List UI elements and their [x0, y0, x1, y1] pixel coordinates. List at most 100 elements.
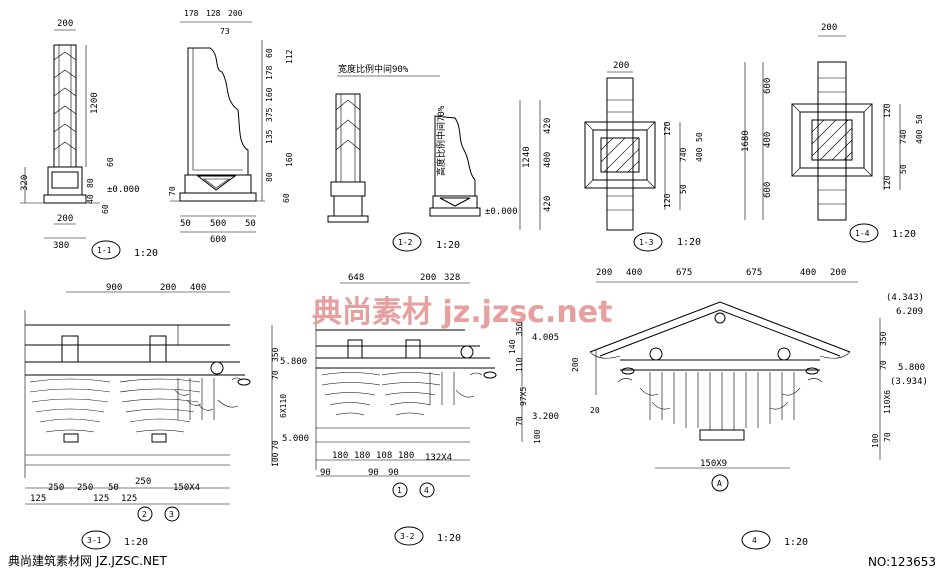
dim-label: 120 — [663, 193, 672, 208]
dim-label: 250 — [135, 477, 151, 487]
dim-label: 180 — [354, 451, 370, 461]
dim-label: 125 — [121, 494, 137, 504]
dim-label: 100 — [871, 433, 880, 448]
dim-label: 400 — [915, 129, 924, 144]
dim-label: 125 — [93, 494, 109, 504]
dim-label: 200 — [821, 23, 837, 33]
elevation-label: ±0.000 — [485, 207, 518, 217]
dim-label: 70 — [883, 432, 892, 442]
dim-label: 50 — [108, 483, 119, 493]
elevation-label: 6.209 — [896, 307, 923, 317]
dim-label: 80 — [265, 172, 274, 182]
view-id: 1-2 — [398, 238, 413, 247]
footer-site: 典尚建筑素材网 JZ.JZSC.NET — [8, 554, 167, 568]
elevation-label: (4.343) — [886, 293, 924, 303]
view-id: 1-1 — [97, 246, 112, 255]
note: 宽度比例中间90% — [338, 63, 409, 75]
dim-label: 120 — [663, 121, 672, 136]
dim-label: 90 — [368, 468, 379, 478]
dim-label: 648 — [348, 273, 364, 283]
elevation-label: 4.005 — [532, 333, 559, 343]
dim-label: 60 — [106, 157, 115, 167]
view-scale: 1:20 — [436, 240, 460, 251]
dim-label: 6X110 — [279, 394, 288, 418]
dim-label: 73 — [220, 27, 230, 36]
dim-label: 200 — [228, 9, 243, 18]
dim-label: 132X4 — [425, 453, 452, 463]
dim-label: 120 — [883, 175, 892, 190]
elevation-label: 5.800 — [898, 363, 925, 373]
dim-label: 740 — [899, 129, 908, 144]
dim-label: 180 — [332, 451, 348, 461]
dim-label: 70 — [271, 440, 280, 450]
dim-label: 100 — [533, 429, 542, 444]
elevation-label: 3.200 — [532, 412, 559, 422]
view-1-2: 宽度比例中间90% 高度比例中间70% ±0.000 1-2 1:20 — [327, 63, 518, 252]
view-4: 200 400 675 675 400 200 (4.343) 6.209 35… — [571, 268, 928, 550]
view-scale: 1:20 — [677, 237, 701, 248]
dim-label: 50 — [695, 132, 704, 142]
dim-label: 70 — [168, 186, 177, 196]
dim-label: 600 — [763, 182, 773, 198]
view-scale: 1:20 — [437, 533, 461, 544]
dim-label: 900 — [106, 283, 122, 293]
dim-label: 200 — [420, 273, 436, 283]
dim-label: 112 — [285, 49, 294, 64]
view-scale: 1:20 — [124, 537, 148, 548]
dim-label: 40 — [86, 194, 95, 204]
dim-label: 50 — [245, 219, 256, 229]
dim-label: 90 — [388, 468, 399, 478]
view-id: 3-2 — [400, 532, 415, 541]
view-1-1: 200 1200 320 80 40 60 60 ±0.000 200 380 … — [20, 9, 294, 260]
dim-label: 400 — [190, 283, 206, 293]
dim-label: 150X4 — [173, 483, 200, 493]
view-scale: 1:20 — [892, 229, 916, 240]
dim-label: 600 — [210, 235, 226, 245]
dim-label: 70 — [515, 416, 524, 426]
dim-label: 135 — [265, 129, 274, 144]
dim-label: 200 — [830, 268, 846, 278]
dim-label: 350 — [515, 321, 524, 336]
view-scale: 1:20 — [784, 537, 808, 548]
dim-label: 50 — [679, 184, 688, 194]
dim-label: 70 — [271, 370, 280, 380]
dim-label: 380 — [53, 241, 69, 251]
callout: 1 — [397, 486, 402, 495]
view-id: 3-1 — [87, 536, 102, 545]
dim-label: 100 — [271, 452, 280, 467]
dim-label: 350 — [271, 347, 280, 362]
dim-label: 160 — [265, 87, 274, 102]
dim-label: 125 — [30, 494, 46, 504]
dim-label: 420 — [543, 118, 553, 134]
dim-label: 97X5 — [519, 387, 528, 406]
dim-label: 200 — [57, 19, 73, 29]
dim-label: 400 — [626, 268, 642, 278]
dim-label: 250 — [48, 483, 64, 493]
dim-label: 178 — [184, 9, 199, 18]
callout: 4 — [424, 486, 429, 495]
dim-label: 400 — [800, 268, 816, 278]
elevation-label: 5.000 — [282, 434, 309, 444]
view-id: 1-3 — [639, 238, 654, 247]
dim-label: 140 — [508, 339, 517, 354]
dim-label: 740 — [679, 147, 688, 162]
view-scale: 1:20 — [134, 248, 158, 259]
dim-label: 200 — [596, 268, 612, 278]
dim-label: 108 — [376, 451, 392, 461]
watermark: 典尚素材 jz.jzsc.net — [312, 295, 612, 330]
dim-label: 400 — [763, 132, 773, 148]
dim-label: 120 — [883, 103, 892, 118]
dim-label: 200 — [160, 283, 176, 293]
view-1-4: 200 600 400 600 1680 120 740 50 400 120 … — [741, 23, 924, 243]
dim-label: 90 — [320, 468, 331, 478]
dim-label: 60 — [265, 48, 274, 58]
elevation-label: ±0.000 — [107, 185, 140, 195]
dim-label: 200 — [613, 61, 629, 71]
dim-label: 600 — [763, 78, 773, 94]
dim-label: 50 — [899, 164, 908, 174]
dim-label: 80 — [86, 178, 95, 188]
dim-label: 328 — [444, 273, 460, 283]
dim-label: 50 — [180, 219, 191, 229]
footer-number: NO:123653 — [867, 555, 936, 569]
dim-label: 675 — [746, 268, 762, 278]
